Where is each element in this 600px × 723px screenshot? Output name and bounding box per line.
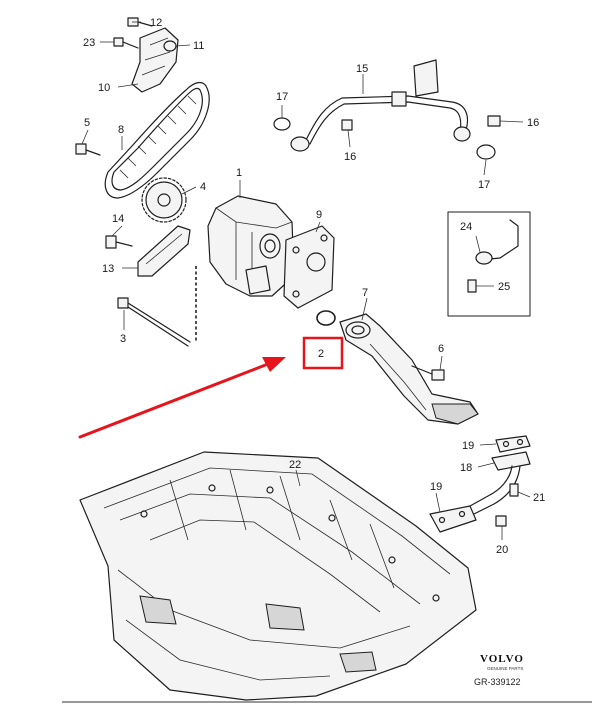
timing-chain-assembly — [75, 17, 210, 347]
callout-23: 23 — [83, 37, 95, 49]
callout-8: 8 — [118, 124, 124, 136]
callout-labels: 12 23 11 10 5 8 4 14 13 3 1 9 15 17 16 1… — [83, 17, 545, 556]
callout-3: 3 — [120, 333, 126, 345]
oil-return-parts — [429, 435, 531, 533]
callout-13: 13 — [102, 263, 114, 275]
oil-pan — [79, 451, 477, 701]
callout-6: 6 — [438, 343, 444, 355]
callout-19-lower: 19 — [430, 481, 442, 493]
callout-11: 11 — [193, 40, 204, 52]
callout-2: 2 — [318, 348, 324, 360]
callout-16-left: 16 — [344, 151, 356, 163]
reference-number: GR-339122 — [474, 677, 521, 687]
callout-22: 22 — [289, 459, 301, 471]
highlight-box: 2 — [302, 336, 344, 370]
oil-pipe — [273, 59, 501, 160]
callout-17-right: 17 — [478, 179, 490, 191]
callout-7: 7 — [362, 287, 368, 299]
callout-14: 14 — [112, 213, 124, 225]
callout-19-upper: 19 — [462, 440, 474, 452]
detail-inset — [447, 211, 531, 317]
brand-block: VOLVO GENUINE PARTS GR-339122 — [474, 653, 524, 687]
callout-10: 10 — [98, 82, 110, 94]
callout-20: 20 — [496, 544, 508, 556]
callout-1: 1 — [236, 167, 242, 179]
o-ring — [316, 310, 336, 326]
callout-16-right: 16 — [527, 117, 539, 129]
callout-25: 25 — [498, 281, 510, 293]
oil-pickup-pipe — [339, 313, 479, 425]
callout-5: 5 — [84, 117, 90, 129]
callout-12: 12 — [150, 17, 162, 29]
callout-24: 24 — [460, 221, 472, 233]
callout-15: 15 — [356, 63, 368, 75]
callout-4: 4 — [200, 181, 206, 193]
oil-pump — [207, 195, 335, 309]
callout-17-left: 17 — [276, 91, 288, 103]
leader-lines — [81, 21, 531, 540]
callout-9: 9 — [316, 209, 322, 221]
brand-sub: GENUINE PARTS — [487, 666, 523, 671]
red-arrow — [78, 357, 286, 439]
callout-21: 21 — [533, 492, 545, 504]
brand-logo: VOLVO — [480, 653, 524, 665]
callout-18: 18 — [460, 462, 472, 474]
